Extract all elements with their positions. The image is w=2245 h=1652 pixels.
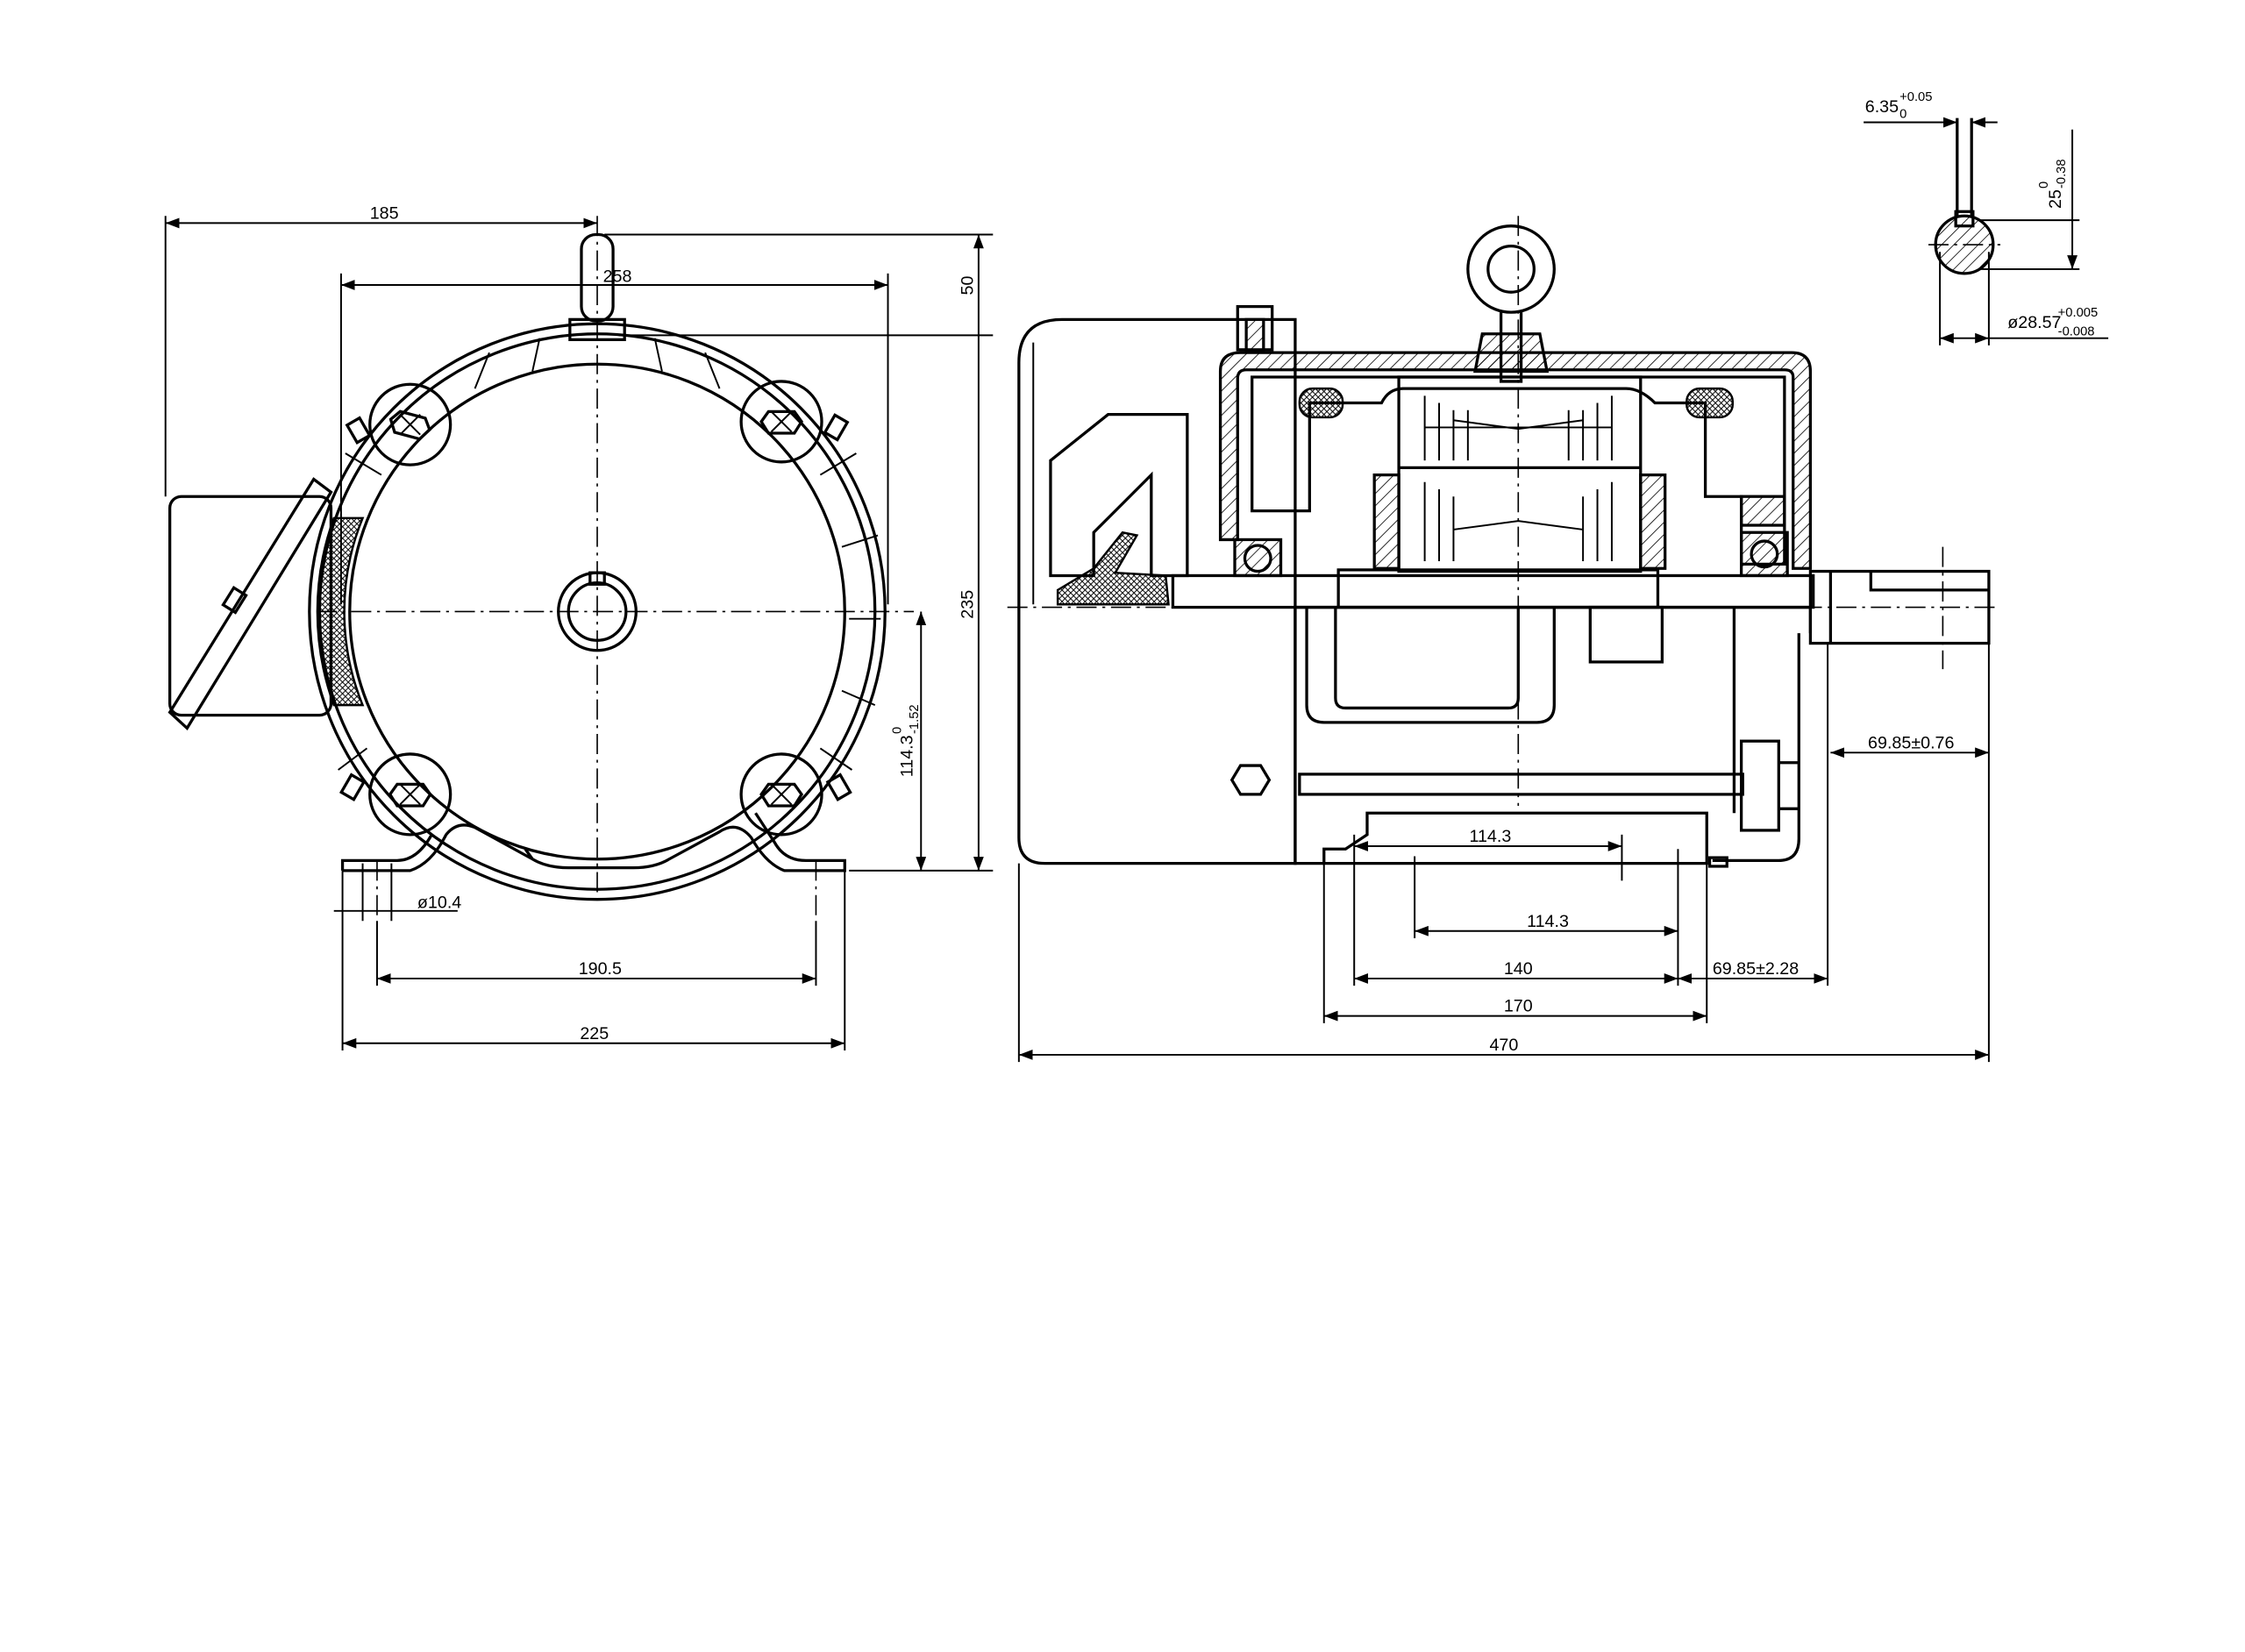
svg-text:+0.005: +0.005 xyxy=(2058,306,2099,320)
dim-shaft-height: 114.3 0 -1.52 xyxy=(890,704,922,777)
svg-text:-0.008: -0.008 xyxy=(2058,324,2095,338)
svg-text:-1.52: -1.52 xyxy=(908,704,922,734)
svg-text:+0.05: +0.05 xyxy=(1899,90,1932,104)
dim-69-85-0-76: 69.85±0.76 xyxy=(1868,733,1954,752)
svg-text:-0.38: -0.38 xyxy=(2055,159,2069,189)
dim-114-3-b: 114.3 xyxy=(1527,912,1569,931)
conduit-box xyxy=(1740,739,1780,832)
svg-text:0: 0 xyxy=(1899,108,1906,122)
dim-114-3-a: 114.3 xyxy=(1469,827,1511,846)
dim-258: 258 xyxy=(603,267,632,287)
svg-text:114.3: 114.3 xyxy=(897,735,916,777)
junction-box-lid xyxy=(167,477,333,730)
side-view: 114.3 114.3 140 69.85±2.28 170 470 69.85… xyxy=(1007,216,2001,1063)
dim-shaft-diameter: ø28.57 +0.005 -0.008 xyxy=(2007,306,2098,338)
svg-text:0: 0 xyxy=(890,727,904,734)
dim-190-5: 190.5 xyxy=(579,959,622,979)
dim-470: 470 xyxy=(1489,1036,1518,1055)
dim-185: 185 xyxy=(370,203,399,223)
dim-140: 140 xyxy=(1504,959,1533,979)
bearing-right xyxy=(1740,530,1789,578)
dim-225: 225 xyxy=(580,1024,609,1043)
front-view: 185 258 50 235 114.3 0 -1.52 ø10.4 190.5… xyxy=(164,203,994,1050)
dim-key-depth: 25 0 -0.38 xyxy=(2037,159,2069,209)
stator xyxy=(1397,375,1643,573)
fan-cover xyxy=(1017,317,1297,865)
svg-text:25: 25 xyxy=(2046,189,2065,209)
dim-key-width: 6.35 +0.05 0 xyxy=(1865,90,1933,122)
shaft xyxy=(1171,573,1815,609)
svg-text:0: 0 xyxy=(2037,182,2051,189)
side-feet xyxy=(1322,811,1708,865)
dim-235: 235 xyxy=(958,590,977,619)
dim-69-85-2-28: 69.85±2.28 xyxy=(1713,959,1799,979)
dim-50: 50 xyxy=(958,276,977,296)
mounting-bolts xyxy=(368,380,823,837)
dim-hole-diameter: ø10.4 xyxy=(417,894,461,913)
svg-text:6.35: 6.35 xyxy=(1865,97,1899,117)
eye-bolt xyxy=(1466,224,1556,314)
dim-170: 170 xyxy=(1504,997,1533,1016)
shaft-section: 6.35 +0.05 0 25 0 -0.38 ø28.57 +0.005 -0… xyxy=(1864,90,2109,345)
housing xyxy=(1218,351,1813,570)
fan xyxy=(1049,413,1189,578)
svg-text:ø28.57: ø28.57 xyxy=(2007,313,2061,332)
